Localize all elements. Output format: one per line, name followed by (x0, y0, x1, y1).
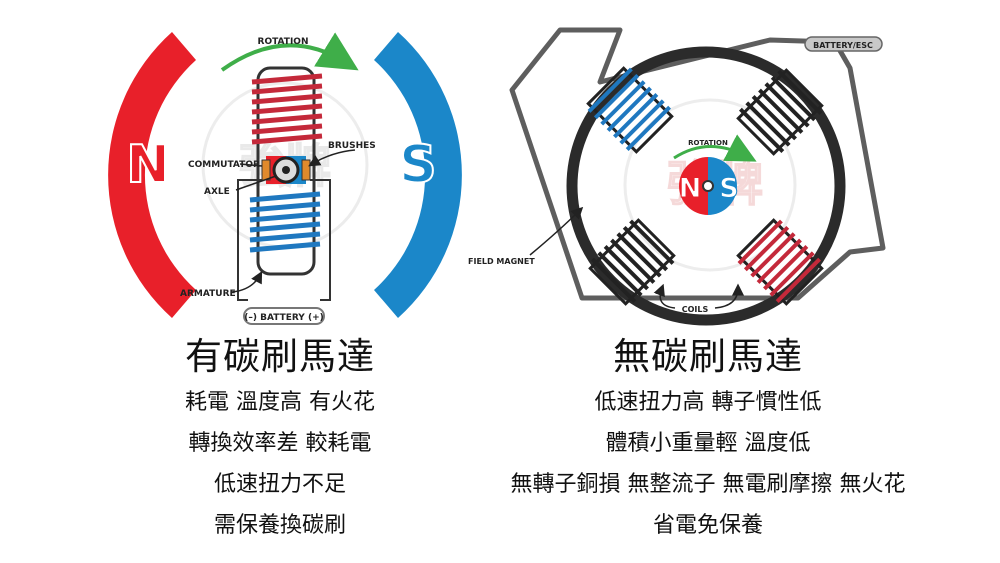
brushed-motor-title: 有碳刷馬達 (185, 335, 375, 378)
rotor (679, 157, 737, 215)
rotation-label-right: ROTATION (688, 139, 728, 147)
rotation-arrow (220, 32, 359, 72)
battery-esc-label: BATTERY/ESC (813, 41, 873, 50)
upper-coil (251, 73, 323, 145)
south-magnet (374, 32, 462, 318)
north-label: N (126, 135, 170, 195)
commutator (261, 156, 311, 184)
brushless-motor-diagram: 強牌 (468, 27, 886, 326)
north-magnet (108, 32, 196, 318)
rotor-north-label: N (679, 173, 702, 204)
coil-top-left (586, 66, 674, 154)
rotation-label: ROTATION (258, 37, 309, 47)
coil-bottom-left (588, 218, 676, 306)
battery (243, 307, 325, 325)
brushed-line-3: 低速扭力不足 (213, 472, 346, 497)
battery-label: (–) BATTERY (+) (244, 313, 323, 323)
armature-frame (256, 66, 316, 276)
coils-label: COILS (682, 305, 709, 314)
brushless-line-4: 省電免保養 (652, 513, 763, 538)
brushless-line-1: 低速扭力高 轉子慣性低 (594, 390, 822, 415)
lower-coil (249, 191, 321, 253)
brushed-motor-diagram: 強牌 N S ROTATION (108, 32, 462, 325)
rotation-arrow-right (673, 134, 757, 162)
battery-wire (237, 179, 331, 301)
axle-label: AXLE (204, 187, 230, 197)
brushes-label: BRUSHES (328, 141, 376, 151)
coil-top-right (736, 68, 824, 156)
armature-label: ARMATURE (180, 289, 236, 299)
south-label: S (399, 135, 436, 195)
brushed-line-4: 需保養換碳刷 (213, 513, 346, 538)
brushed-motor-text: 有碳刷馬達 耗電 溫度高 有火花 轉換效率差 較耗電 低速扭力不足 需保養換碳刷 (60, 332, 500, 546)
battery-esc-badge (804, 36, 883, 52)
brushless-motor-title: 無碳刷馬達 (613, 335, 803, 378)
brushless-line-3: 無轉子銅損 無整流子 無電刷摩擦 無火花 (510, 472, 906, 497)
coil-bottom-right (736, 218, 824, 306)
brushed-line-2: 轉換效率差 較耗電 (188, 431, 372, 456)
stator-ring (566, 46, 846, 326)
brushless-line-2: 體積小重量輕 溫度低 (605, 431, 811, 456)
commutator-label: COMMUTATOR (188, 160, 260, 170)
rotor-south-label: S (719, 173, 738, 204)
brushless-motor-text: 無碳刷馬達 低速扭力高 轉子慣性低 體積小重量輕 溫度低 無轉子銅損 無整流子 … (488, 332, 928, 546)
brushed-line-1: 耗電 溫度高 有火花 (185, 390, 375, 415)
field-magnet-label: FIELD MAGNET (468, 257, 535, 266)
motor-housing (509, 27, 886, 301)
